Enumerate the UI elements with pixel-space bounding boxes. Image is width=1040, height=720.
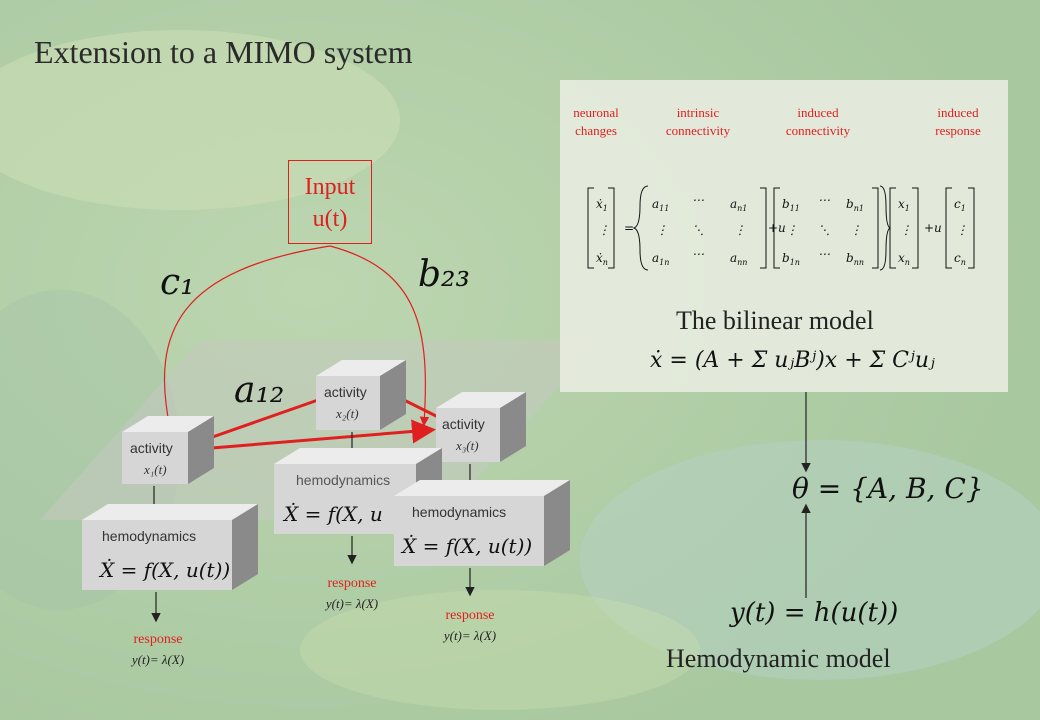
svg-text:⋮: ⋮ <box>656 223 668 237</box>
c1-label: c₁ <box>160 262 195 303</box>
svg-text:⋮: ⋮ <box>850 223 862 237</box>
svg-text:⋱: ⋱ <box>692 223 704 237</box>
b23-label: b₂₃ <box>418 254 470 295</box>
header-line: response <box>935 123 981 138</box>
svg-text:xn: xn <box>898 251 910 267</box>
hemo-equation-1: Ẋ = f(X, u(t)) <box>100 558 231 582</box>
input-box: Input u(t) <box>288 160 372 244</box>
svg-text:⋯: ⋯ <box>818 193 830 207</box>
svg-text:+u: +u <box>924 221 942 235</box>
activity-box-1 <box>122 416 214 484</box>
hemodynamics-label-2: hemodynamics <box>296 472 391 488</box>
header-line: induced <box>937 105 979 120</box>
header-intrinsic-connectivity: intrinsic connectivity <box>652 104 744 140</box>
hemodynamics-box-1 <box>82 504 258 590</box>
header-induced-connectivity: induced connectivity <box>772 104 864 140</box>
header-line: intrinsic <box>676 105 720 120</box>
hemodynamics-label-3: hemodynamics <box>412 504 507 520</box>
response-label: response <box>445 608 495 623</box>
hemodynamic-model-title: Hemodynamic model <box>666 644 891 673</box>
input-signal: u(t) <box>312 206 348 232</box>
svg-text:x1: x1 <box>898 197 910 213</box>
hemodynamic-equation: y(t) = h(u(t)) <box>730 598 899 628</box>
bilinear-model-title: The bilinear model <box>676 306 874 335</box>
activity-box-2 <box>316 360 406 430</box>
header-line: neuronal <box>573 105 619 120</box>
svg-text:⋮: ⋮ <box>598 223 610 237</box>
hemodynamics-box-3 <box>394 480 570 566</box>
svg-text:⋮: ⋮ <box>786 223 798 237</box>
state-label-3: x₃(t) <box>456 438 479 453</box>
bilinear-equation: ẋ = (A + Σ uⱼBʲ)x + Σ Cʲuⱼ <box>650 348 935 373</box>
svg-text:ẋ1: ẋ1 <box>596 197 608 213</box>
input-label: Input <box>304 174 356 200</box>
header-neuronal-changes: neuronal changes <box>556 104 636 140</box>
svg-text:+u: +u <box>768 221 786 235</box>
header-line: connectivity <box>785 123 851 138</box>
bilinear-panel <box>560 80 1008 392</box>
activity-label-1: activity <box>130 440 173 456</box>
activity-box-3 <box>436 392 526 462</box>
matrix-equation: ẋ1 ⋮ ẋn = a11 ⋯ an1 ⋮⋱⋮ a1n ⋯ ann +u b11… <box>587 185 975 271</box>
response-label: response <box>133 632 183 647</box>
response-1: response y(t)= λ(X) <box>106 630 210 671</box>
svg-text:⋯: ⋯ <box>692 193 704 207</box>
theta-equation: θ = {A, B, C} <box>792 472 984 505</box>
svg-text:⋯: ⋯ <box>818 247 830 261</box>
response-label: response <box>327 576 377 591</box>
svg-text:c1: c1 <box>954 197 966 213</box>
header-induced-response: induced response <box>918 104 998 140</box>
activity-label-3: activity <box>442 416 485 432</box>
response-2: response y(t)= λ(X) <box>300 574 404 615</box>
svg-text:⋮: ⋮ <box>956 223 968 237</box>
response-3: response y(t)= λ(X) <box>418 606 522 647</box>
svg-text:⋱: ⋱ <box>818 223 830 237</box>
hemodynamics-label-1: hemodynamics <box>102 528 197 544</box>
a12-label: a₁₂ <box>234 370 285 411</box>
response-equation: y(t)= λ(X) <box>443 628 497 643</box>
svg-text:ẋn: ẋn <box>596 251 608 267</box>
header-line: induced <box>797 105 839 120</box>
activity-label-2: activity <box>324 384 367 400</box>
svg-text:⋮: ⋮ <box>900 223 912 237</box>
hemo-equation-3: Ẋ = f(X, u(t)) <box>402 534 533 558</box>
hemodynamics-box-2 <box>274 448 442 534</box>
svg-text:⋮: ⋮ <box>734 223 746 237</box>
svg-text:cn: cn <box>954 251 966 267</box>
hemo-equation-2: Ẋ = f(X, u <box>284 502 383 526</box>
svg-text:=: = <box>624 221 634 235</box>
page-title: Extension to a MIMO system <box>34 34 413 70</box>
header-line: connectivity <box>665 123 731 138</box>
state-label-2: x₂(t) <box>336 406 359 421</box>
svg-text:⋯: ⋯ <box>692 247 704 261</box>
state-label-1: x₁(t) <box>144 462 167 477</box>
response-equation: y(t)= λ(X) <box>325 596 379 611</box>
response-equation: y(t)= λ(X) <box>131 652 185 667</box>
header-line: changes <box>575 123 617 138</box>
